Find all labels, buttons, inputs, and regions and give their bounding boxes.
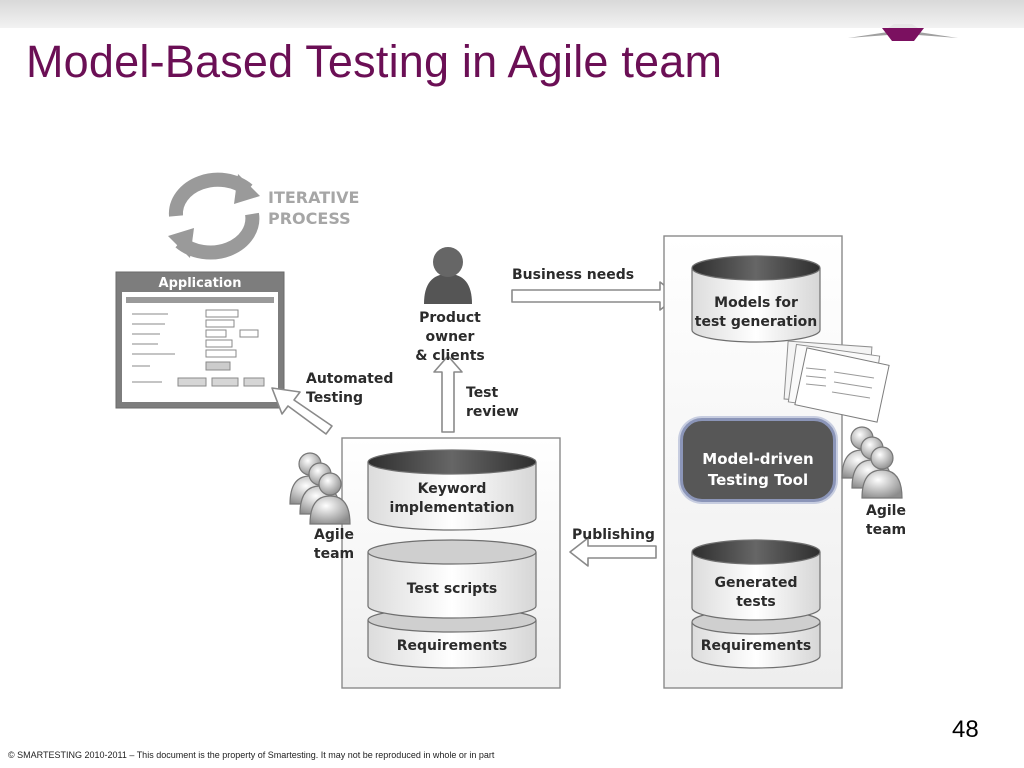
product-owner-icon [424, 247, 472, 304]
business-needs-arrow [511, 281, 679, 311]
page-number: 48 [952, 716, 979, 743]
left-requirements-label: Requirements [396, 638, 508, 654]
agile-team-right-label: Agile team [865, 503, 907, 538]
model-driven-testing-tool-label: Model-driven Testing Tool [702, 450, 814, 489]
agile-team-right-icon [841, 426, 903, 499]
iterative-process-label: ITERATIVE PROCESS [268, 188, 360, 228]
keyword-implementation-label: Keyword implementation [389, 481, 515, 516]
automated-testing-arrow [271, 387, 333, 435]
iterative-cycle-icon [168, 172, 260, 260]
top-banner [0, 0, 1024, 28]
agile-team-left-label: Agile team [313, 527, 355, 562]
footer-copyright: © SMARTESTING 2010-2011 – This document … [8, 750, 495, 760]
generated-tests-label: Generated tests [714, 575, 798, 610]
right-cylinder-stack [691, 255, 821, 669]
publishing-arrow [569, 537, 657, 567]
test-review-label: Test review [466, 385, 519, 420]
smartesting-logo-icon [848, 24, 958, 41]
test-scripts-label: Test scripts [406, 581, 498, 597]
application-title: Application [158, 276, 242, 291]
left-cylinder-stack [367, 449, 537, 669]
business-needs-label: Business needs [512, 267, 635, 283]
slide-title: Model-Based Testing in Agile team [26, 36, 723, 87]
publishing-label: Publishing [572, 527, 655, 543]
test-review-arrow [433, 355, 463, 433]
models-for-test-generation-label: Models for test generation [694, 295, 818, 330]
application-window [115, 271, 285, 409]
model-sheets-icon [783, 340, 890, 423]
model-driven-testing-tool [680, 418, 836, 502]
automated-testing-label: Automated Testing [306, 371, 394, 406]
product-owner-label: Product owner & clients [415, 310, 485, 364]
right-requirements-label: Requirements [700, 638, 812, 654]
agile-team-left-icon [289, 452, 351, 525]
